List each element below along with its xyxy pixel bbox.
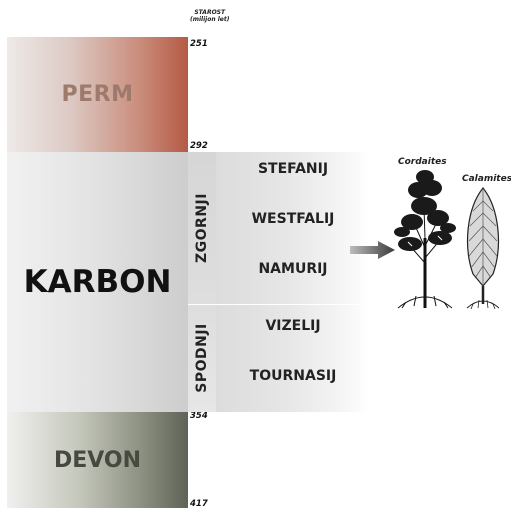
period-karbon: KARBON	[7, 152, 188, 412]
epoch-spodnji-label: SPODNJI	[194, 323, 210, 393]
period-karbon-label: KARBON	[24, 264, 172, 300]
epoch-zgornji: ZGORNJI	[188, 152, 216, 304]
cordaites-plant-illustration	[388, 168, 458, 310]
cordaites-caption: Cordaites	[398, 157, 447, 167]
age-251: 251	[190, 39, 208, 49]
age-354: 354	[190, 411, 208, 421]
epoch-zgornji-label: ZGORNJI	[194, 193, 210, 263]
period-devon: DEVON	[7, 412, 188, 508]
period-devon-label: DEVON	[54, 448, 141, 473]
period-perm-label: PERM	[62, 82, 134, 107]
epoch-spodnji: SPODNJI	[188, 304, 216, 412]
age-title: STAROST	[190, 9, 229, 16]
period-perm: PERM	[7, 37, 188, 152]
calamites-plant-illustration	[463, 186, 503, 310]
stage-tournasij: TOURNASIJ	[216, 368, 370, 384]
age-column-header: STAROST (milijon let)	[190, 9, 229, 23]
stage-stefanij: STEFANIJ	[216, 161, 370, 177]
age-292: 292	[190, 141, 208, 151]
stage-westfalij: WESTFALIJ	[216, 211, 370, 227]
calamites-caption: Calamites	[462, 174, 511, 184]
epoch-divider	[188, 304, 370, 305]
stage-namurij: NAMURIJ	[216, 261, 370, 277]
age-unit: (milijon let)	[190, 16, 229, 23]
stage-vizelij: VIZELIJ	[216, 318, 370, 334]
